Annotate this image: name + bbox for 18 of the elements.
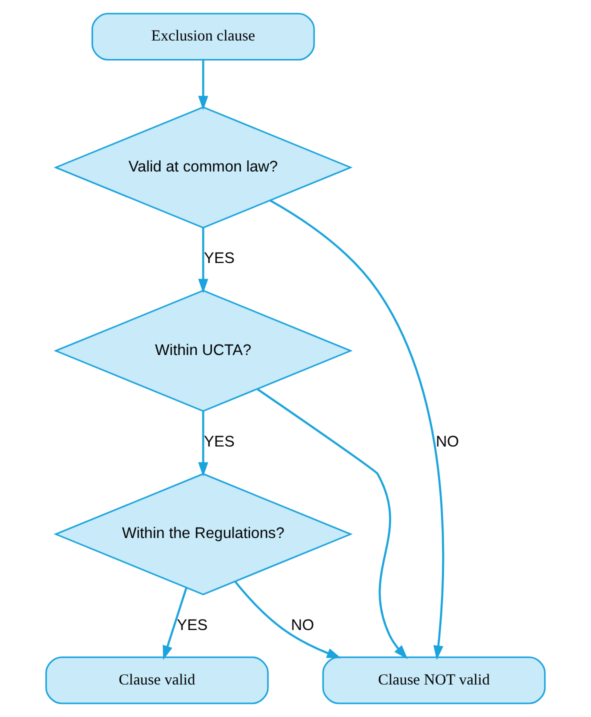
node-box: Clause NOT valid (322, 656, 546, 704)
arrow (234, 581, 342, 658)
edge-label: YES (176, 616, 208, 634)
arrow (270, 200, 444, 660)
edge-label: NO (291, 616, 314, 634)
edge-label: YES (204, 250, 235, 268)
edge-label: NO (436, 433, 459, 450)
arrow (198, 228, 208, 294)
arrow (198, 411, 208, 477)
edge-label: YES (204, 433, 235, 450)
node-diamond: Valid at common law? (54, 106, 353, 229)
arrow (162, 587, 188, 660)
arrow (257, 388, 408, 660)
node-diamond: Within the Regulations? (54, 473, 353, 596)
arrow (198, 60, 208, 110)
node-box: Exclusion clause (92, 12, 315, 61)
node-box: Clause valid (45, 656, 269, 704)
node-diamond: Within UCTA? (54, 290, 353, 412)
